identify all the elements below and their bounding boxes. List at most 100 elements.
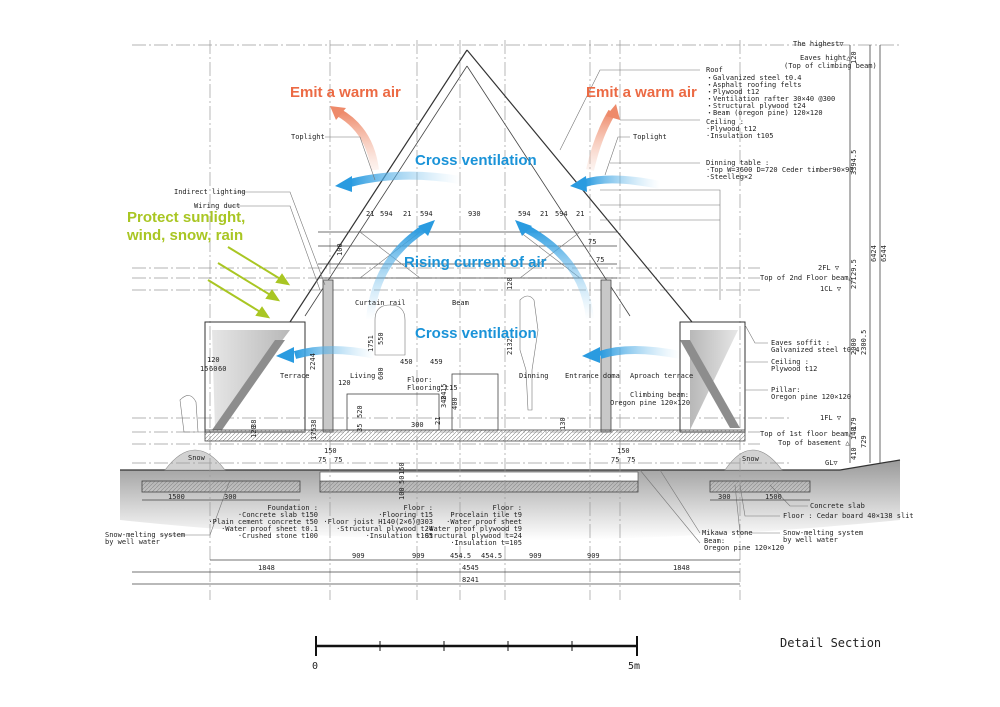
callout-protect-2: wind, snow, rain <box>126 227 243 244</box>
note-eaves-soffit: Eaves soffit : Galvanized steel t0.4 <box>771 339 860 354</box>
dim: 1751 <box>367 335 375 352</box>
dim: 909 <box>529 552 542 560</box>
label-indirect-lighting: Indirect lighting <box>174 188 246 196</box>
dim: 8241 <box>462 576 479 584</box>
dim: 120 <box>850 51 858 64</box>
note-line: ·Insulation t=105 <box>450 539 522 547</box>
note-line: ·Top W=3600 D=720 Ceder timber90×90 <box>706 166 854 174</box>
dim: 410 <box>850 447 858 460</box>
dim: 450 <box>400 358 413 366</box>
note-line: ·Plywood t12 <box>706 125 757 133</box>
dim: 21 <box>434 417 442 425</box>
note-line: ・Ventilation rafter 30×40 @300 <box>706 95 835 103</box>
dim: 15 <box>200 365 208 373</box>
note-line: Floor : <box>492 504 522 512</box>
level-top-1st-beam: Top of 1st floor beam△ <box>760 430 854 438</box>
level-eaves: Eaves hight△ <box>800 54 851 62</box>
callout-cross-ventilation-top: Cross ventilation <box>415 152 537 169</box>
note-line: Procelain tile t9 <box>450 511 522 519</box>
dimension-lines <box>132 45 881 585</box>
note-line: ·Flooring t15 <box>378 511 433 519</box>
dim: 520 <box>356 405 364 418</box>
note-line: ·Water proof sheet t0.1 <box>221 525 318 533</box>
dim: 909 <box>352 552 365 560</box>
note-ceiling-low: Ceiling : Plywood t12 <box>771 358 817 373</box>
dim: 2300.5 <box>860 330 868 355</box>
foundation-slab-left <box>141 480 301 493</box>
note-floor-tile: Floor : Procelain tile t9 ·Water proof s… <box>421 504 522 547</box>
dim: 150 <box>324 447 337 455</box>
dim: 75 <box>334 456 342 464</box>
foundation-slab-right <box>709 480 811 493</box>
bench <box>346 393 440 431</box>
note-foundation: Foundation : ·Concrete slab t150 ·Plain … <box>208 504 318 540</box>
note-line: ・Galvanized steel t0.4 <box>706 74 802 82</box>
note-line: Galvanized steel t0.4 <box>771 346 860 354</box>
dim: 75 <box>611 456 619 464</box>
dim-ground-1500-left: 1500 <box>168 493 185 501</box>
label-climbing-beam: Climbing beam: <box>630 391 689 399</box>
note-snow-melt-right: Snow-melting system <box>783 529 863 537</box>
dim-ground-1500-right: 1500 <box>765 493 782 501</box>
protect-arrows <box>207 246 291 319</box>
dim: 75 <box>588 238 596 246</box>
note-line: Dinning table : <box>706 159 769 167</box>
dim: 3394.5 <box>850 150 858 175</box>
note-line: ・Asphalt roofing felts <box>706 81 802 89</box>
callout-cross-ventilation-bottom: Cross ventilation <box>415 325 537 342</box>
dim: 21 <box>366 210 374 218</box>
dim: 120 <box>506 277 514 290</box>
floor-slab <box>204 429 746 442</box>
label-toplight-right: Toplight <box>633 133 667 141</box>
note-line: Plywood t12 <box>771 365 817 373</box>
dim: 130 <box>559 417 567 430</box>
note-line: ・Beam (oregon pine) 120×120 <box>706 109 823 117</box>
dim: 75 <box>596 256 604 264</box>
dim: 38 <box>250 420 258 428</box>
dim: 340 <box>440 395 448 408</box>
callout-rising-air: Rising current of air <box>404 254 547 271</box>
dim: 1848 <box>673 564 690 572</box>
dim: 454.5 <box>481 552 502 560</box>
ground <box>120 460 900 540</box>
note-line: Floor : <box>403 504 433 512</box>
dim: 120 <box>338 379 351 387</box>
note-pillar: Pillar: Oregon pine 120×120 <box>771 386 851 401</box>
dim: 60 <box>218 365 226 373</box>
dim: 35 <box>356 424 364 432</box>
dim-ground-300-right: 300 <box>718 493 731 501</box>
bottom-dimensions: 909 909 454.5 454.5 909 909 1848 4545 18… <box>258 552 690 584</box>
dim: 300 <box>411 421 424 429</box>
dim: 75 <box>318 456 326 464</box>
dim: 930 <box>468 210 481 218</box>
room-living: Living <box>350 372 375 380</box>
room-entrance: Entrance doma <box>565 372 620 380</box>
callout-protect-1: Protect sunlight, <box>127 209 245 226</box>
warm-air-arrows <box>330 104 620 171</box>
scale-bar <box>315 636 638 656</box>
note-line: ·Floor joist H140(2×6)@303 <box>323 518 433 526</box>
note-cedar-floor: Floor : Cedar board 40×138 slit <box>783 512 914 520</box>
dim: 2244 <box>309 353 317 370</box>
callout-emit-right: Emit a warm air <box>586 84 697 101</box>
level-eaves-note: (Top of climbing beam) <box>784 62 877 70</box>
dim: 2132 <box>506 338 514 355</box>
level-1cl: 1CL ▽ <box>820 285 842 293</box>
dim: 400 <box>451 397 459 410</box>
leader-lines <box>160 69 808 544</box>
label-floor-living: Floor: <box>407 376 432 384</box>
dim: 50 <box>398 476 406 484</box>
label-climbing-beam-2: Oregon pine 120×120 <box>610 399 690 407</box>
roof-dimensions: 21 594 21 594 930 594 21 594 21 75 75 10… <box>336 210 604 290</box>
right-dimensions: 120 3394.5 29.5 271 2300.5 2000 140 179 … <box>850 51 888 460</box>
callout-emit-left: Emit a warm air <box>290 84 401 101</box>
label-toplight-left: Toplight <box>291 133 325 141</box>
dim: 21 <box>403 210 411 218</box>
dim: 459 <box>430 358 443 366</box>
air-flow-arrows <box>276 171 681 363</box>
dim: 179 <box>850 417 858 430</box>
dim: 729 <box>860 435 868 448</box>
dim: 140 <box>850 427 858 440</box>
dim: 594 <box>518 210 531 218</box>
